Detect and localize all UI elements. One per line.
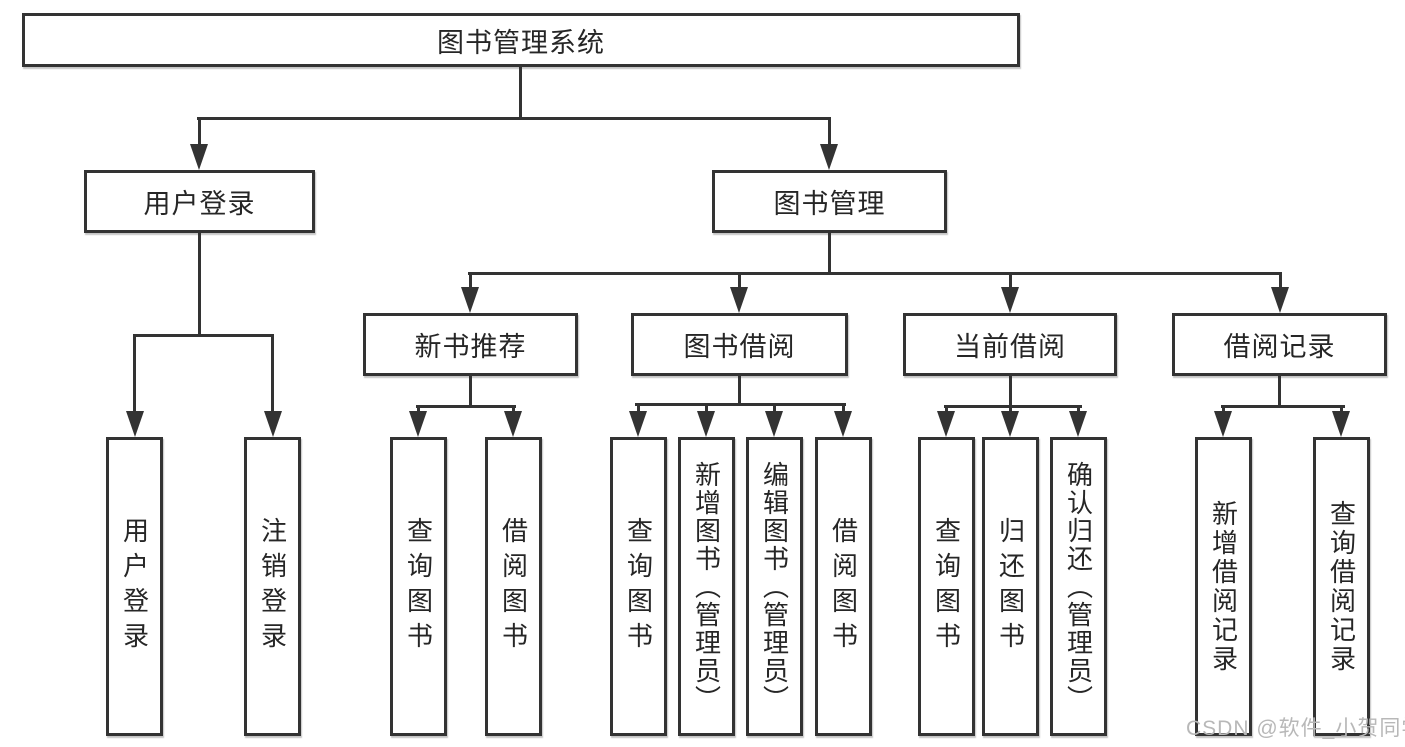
node-book-management: 图书管理 <box>712 170 947 233</box>
connector-drop-leaf-user-login <box>133 334 136 412</box>
connector-drop <box>945 405 948 413</box>
connector-book-borrow-stub <box>738 376 741 405</box>
leaf-label: 查询图书 <box>623 516 654 657</box>
leaf-label: 查询借阅记录 <box>1326 499 1357 674</box>
connector-borrow-records-split <box>1221 405 1345 408</box>
arrowhead-icon <box>697 411 715 437</box>
connector-user-login-stub <box>198 233 201 335</box>
leaf-label: 新增借阅记录 <box>1208 499 1239 674</box>
leaf-borrow-books: 借阅图书 <box>815 437 872 736</box>
connector-drop <box>842 403 845 413</box>
node-book-borrow: 图书借阅 <box>631 313 848 376</box>
arrowhead-icon <box>461 287 479 313</box>
arrowhead-icon <box>126 411 144 437</box>
leaf-confirm-return-admin: 确认归还（管理员） <box>1050 437 1107 736</box>
leaf-label: 借阅图书 <box>498 516 529 657</box>
connector-book-borrow-split <box>635 403 846 406</box>
leaf-edit-books-admin: 编辑图书（管理员） <box>746 437 803 736</box>
arrowhead-icon <box>190 144 208 170</box>
leaf-label: 注销登录 <box>257 516 288 657</box>
arrowhead-icon <box>409 411 427 437</box>
arrowhead-icon <box>1271 287 1289 313</box>
arrowhead-icon <box>765 411 783 437</box>
connector-drop-current-borrow <box>1009 272 1012 288</box>
node-borrow-records: 借阅记录 <box>1172 313 1387 376</box>
connector-drop-book-management <box>828 117 831 145</box>
connector-drop-borrow-records <box>1279 272 1282 288</box>
arrowhead-icon <box>1001 411 1019 437</box>
node-current-borrow: 当前借阅 <box>903 313 1117 376</box>
arrowhead-icon <box>629 411 647 437</box>
leaf-label: 用户登录 <box>119 516 150 657</box>
leaf-add-books-admin: 新增图书（管理员） <box>678 437 735 736</box>
leaf-label: 编辑图书（管理员） <box>759 460 790 713</box>
arrowhead-icon <box>504 411 522 437</box>
connector-drop <box>512 405 515 413</box>
connector-new-book-stub <box>469 376 472 406</box>
connector-drop <box>1009 405 1012 413</box>
connector-drop <box>705 403 708 413</box>
arrowhead-icon <box>937 411 955 437</box>
leaf-label: 查询图书 <box>931 516 962 657</box>
leaf-label: 确认归还（管理员） <box>1063 460 1094 713</box>
arrowhead-icon <box>264 411 282 437</box>
connector-drop <box>417 405 420 413</box>
arrowhead-icon <box>1214 411 1232 437</box>
connector-drop <box>1222 405 1225 413</box>
node-library-management-system: 图书管理系统 <box>22 13 1020 67</box>
connector-current-borrow-stub <box>1009 376 1012 407</box>
leaf-logout: 注销登录 <box>244 437 301 736</box>
leaf-query-books-borrow: 查询图书 <box>610 437 667 736</box>
connector-user-login-split <box>133 334 274 337</box>
connector-drop-new-book <box>469 272 472 288</box>
leaf-borrow-books-recommend: 借阅图书 <box>485 437 542 736</box>
arrowhead-icon <box>834 411 852 437</box>
connector-drop-user-login <box>198 117 201 145</box>
leaf-query-borrow-record: 查询借阅记录 <box>1313 437 1370 736</box>
leaf-label: 归还图书 <box>995 516 1026 657</box>
connector-drop <box>637 403 640 413</box>
connector-drop <box>1077 405 1080 413</box>
leaf-label: 查询图书 <box>403 516 434 657</box>
connector-drop <box>773 403 776 413</box>
leaf-return-books: 归还图书 <box>982 437 1039 736</box>
connector-drop <box>1340 405 1343 413</box>
leaf-add-borrow-record: 新增借阅记录 <box>1195 437 1252 736</box>
leaf-query-books-recommend: 查询图书 <box>390 437 447 736</box>
arrowhead-icon <box>820 144 838 170</box>
connector-borrow-records-stub <box>1278 376 1281 407</box>
leaf-label: 新增图书（管理员） <box>691 460 722 713</box>
leaf-user-login: 用户登录 <box>106 437 163 736</box>
watermark: CSDN @软件_小贺同学 <box>1186 717 1405 740</box>
connector-drop-leaf-logout <box>271 334 274 412</box>
connector-new-book-split <box>416 405 516 408</box>
arrowhead-icon <box>1001 287 1019 313</box>
connector-book-management-stub <box>828 232 831 274</box>
connector-root-stub <box>519 67 522 118</box>
arrowhead-icon <box>1332 411 1350 437</box>
connector-drop-book-borrow <box>738 272 741 288</box>
node-new-book-recommend: 新书推荐 <box>363 313 578 376</box>
leaf-query-books-current: 查询图书 <box>918 437 975 736</box>
connector-root-split <box>197 117 831 120</box>
node-user-login: 用户登录 <box>84 170 315 233</box>
arrowhead-icon <box>730 287 748 313</box>
leaf-label: 借阅图书 <box>828 516 859 657</box>
connector-current-borrow-split <box>944 405 1082 408</box>
arrowhead-icon <box>1069 411 1087 437</box>
connector-book-management-split <box>468 272 1282 275</box>
